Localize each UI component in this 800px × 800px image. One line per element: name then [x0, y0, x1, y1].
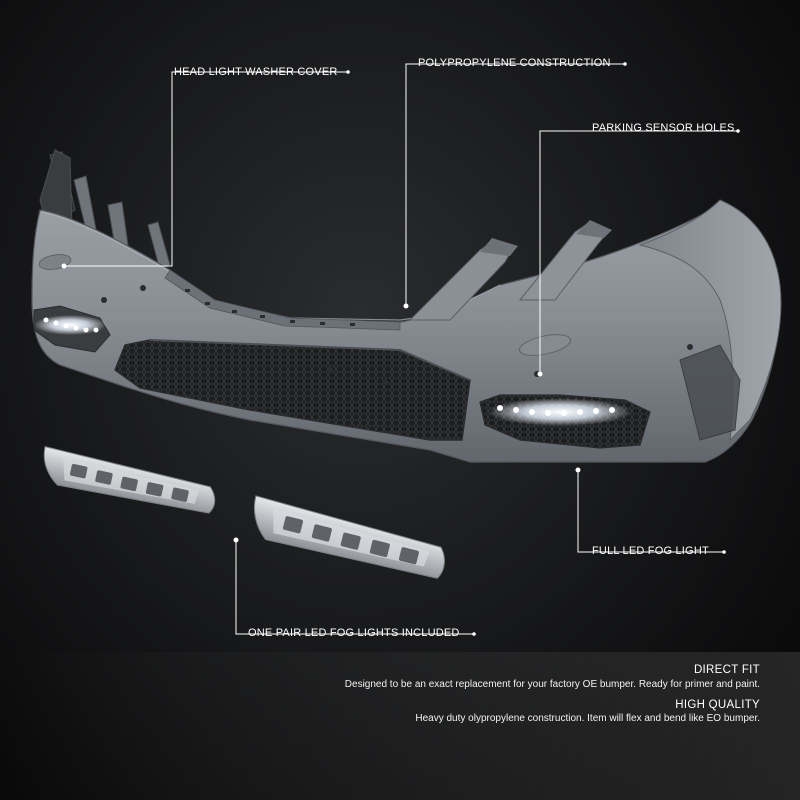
callout-label: POLYPROPYLENE CONSTRUCTION [418, 57, 611, 69]
fog-light-unit-left [43, 446, 216, 514]
center-support-arms [408, 220, 612, 321]
feature-text-high-quality: Heavy duty olypropylene construction. It… [415, 713, 760, 724]
feature-text-direct-fit: Designed to be an exact replacement for … [344, 679, 760, 690]
callout-label: FULL LED FOG LIGHT [592, 545, 709, 557]
callout-leader-lines [64, 63, 738, 635]
fog-light-unit-right [253, 495, 445, 579]
washer-cover-right [518, 334, 572, 356]
callout-headlight-washer-cover: HEAD LIGHT WASHER COVER [174, 66, 338, 78]
callout-led-fog-lights-included: ONE PAIR LED FOG LIGHTS INCLUDED [248, 627, 460, 639]
callout-full-led-fog-light: FULL LED FOG LIGHT [592, 545, 709, 557]
feature-info-panel: DIRECT FIT Designed to be an exact repla… [0, 652, 800, 800]
callout-label: PARKING SENSOR HOLES [592, 122, 735, 134]
callout-label: ONE PAIR LED FOG LIGHTS INCLUDED [248, 627, 460, 639]
callout-polypropylene-construction: POLYPROPYLENE CONSTRUCTION [418, 57, 611, 69]
callout-label: HEAD LIGHT WASHER COVER [174, 66, 338, 78]
callout-parking-sensor-holes: PARKING SENSOR HOLES [592, 122, 735, 134]
parking-sensor-holes [101, 285, 693, 385]
feature-heading-high-quality: HIGH QUALITY [675, 699, 760, 711]
feature-heading-direct-fit: DIRECT FIT [693, 664, 760, 676]
bumper-led-strips [34, 315, 632, 426]
right-wing-panel [638, 199, 782, 442]
